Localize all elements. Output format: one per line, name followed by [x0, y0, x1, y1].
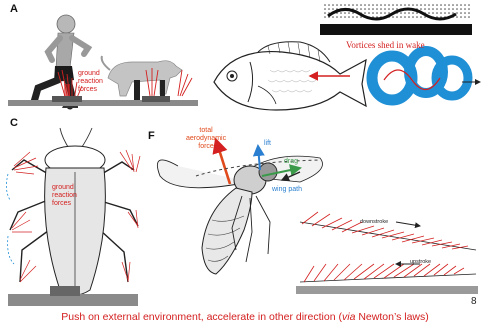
label-line: aerodynamic	[186, 135, 226, 143]
caption-italic: via	[342, 311, 355, 323]
slide-caption: Push on external environment, accelerate…	[0, 311, 490, 323]
panel-b-swimming-snake	[320, 4, 472, 35]
label-line: forces	[52, 200, 77, 208]
lift-label: lift	[264, 140, 271, 147]
total-aerodynamic-force-label: total aerodynamic force	[186, 127, 226, 151]
label-line: ground	[52, 184, 77, 192]
panel-letter-f: F	[148, 130, 155, 142]
panel-a-ground-reaction-label: ground reaction forces	[78, 70, 103, 94]
ground-bar	[296, 286, 478, 294]
panel-letter-c: C	[10, 117, 18, 129]
downstroke-plot	[300, 212, 476, 250]
drag-label: drag	[284, 158, 298, 165]
label-line: force	[186, 143, 226, 151]
label-line: reaction	[52, 192, 77, 200]
panel-c-cockroach	[6, 128, 140, 306]
label-line: ground	[78, 70, 103, 78]
label-line: reaction	[78, 78, 103, 86]
downstroke-label: downstroke	[360, 219, 388, 225]
vortex-label: Vortices shed in wake	[346, 40, 425, 50]
caption-text-after: Newton’s laws)	[355, 311, 428, 323]
label-line: forces	[78, 86, 103, 94]
panel-b-fish	[214, 42, 366, 110]
label-line: total	[186, 127, 226, 135]
panel-letter-a: A	[10, 3, 18, 15]
upstroke-label: upstroke	[410, 259, 431, 265]
upstroke-plot	[300, 264, 476, 282]
page-number: 8	[471, 296, 477, 307]
panel-a-runner	[34, 15, 88, 108]
panel-c-ground-reaction-label: ground reaction forces	[52, 184, 77, 208]
caption-text-before: Push on external environment, accelerate…	[61, 311, 342, 323]
wing-path-label: wing path	[272, 186, 302, 193]
panel-b-vortex-rings	[372, 51, 480, 100]
